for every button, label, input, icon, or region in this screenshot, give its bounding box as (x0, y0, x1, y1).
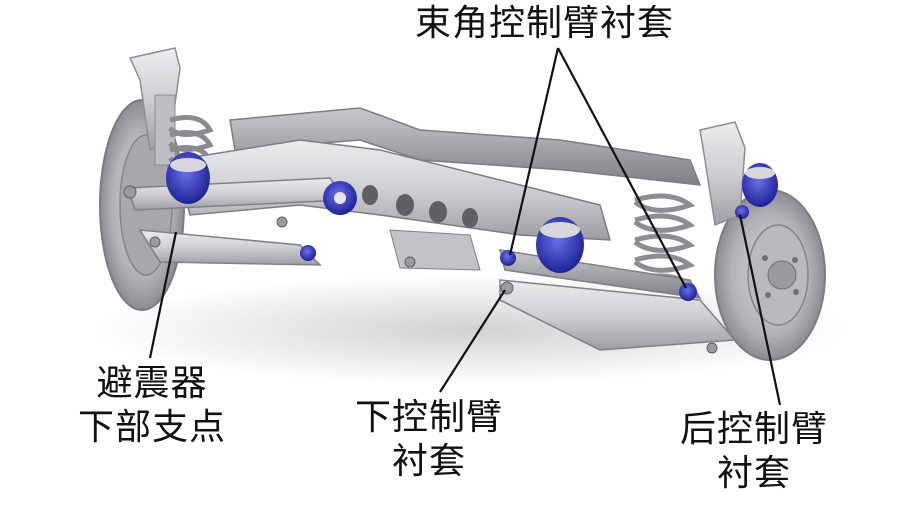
bushings (166, 152, 778, 301)
bushing-toe-outer (679, 283, 697, 301)
label-toe-text: 束角控制臂衬套 (415, 3, 675, 44)
label-shock-line2: 下部支点 (78, 407, 227, 448)
label-rear-line2: 衬套 (717, 453, 792, 494)
leader-rear-arm (738, 214, 782, 406)
differential-mount (389, 229, 481, 271)
label-lower-control-arm-bushing: 下控制臂 衬套 (355, 396, 503, 484)
left-lower-arm (138, 229, 322, 266)
subframe-main-beam (174, 139, 612, 241)
bushing-right-outer (742, 163, 778, 207)
label-lower-line2: 衬套 (392, 441, 467, 482)
leader-shock (148, 231, 178, 359)
label-toe-control-arm-bushing: 束角控制臂衬套 (415, 2, 674, 46)
leader-lower-arm (439, 289, 506, 393)
right-brake-disc (714, 189, 826, 361)
left-strut (128, 47, 214, 167)
leader-lines (148, 47, 782, 406)
label-rear-control-arm-bushing: 后控制臂 衬套 (680, 408, 828, 496)
label-shock-line1: 避震器 (96, 363, 208, 404)
subframe-lightening-holes (362, 185, 478, 228)
label-rear-line1: 后控制臂 (680, 409, 829, 450)
label-lower-line1: 下控制臂 (355, 397, 504, 438)
leader-toe-right (557, 47, 687, 289)
bushing-toe-inner (500, 250, 516, 266)
bushing-left-center (323, 181, 357, 215)
bushing-right-upper (536, 217, 584, 273)
label-shock-lower-mount: 避震器 下部支点 (78, 362, 226, 450)
bushing-left-upper (166, 152, 210, 204)
bushing-lower-left (300, 245, 316, 261)
bushing-rear-right (735, 205, 749, 219)
leader-toe-left (508, 47, 560, 256)
